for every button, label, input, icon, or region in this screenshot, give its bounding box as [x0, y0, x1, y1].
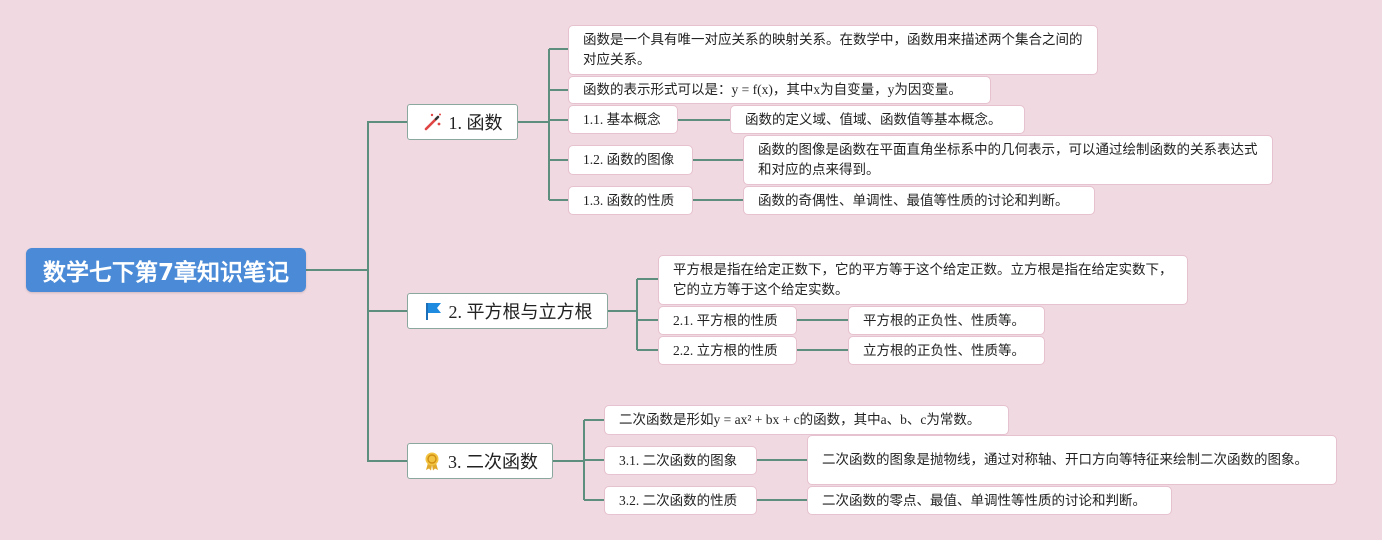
detail-1-3[interactable]: 函数的奇偶性、单调性、最值等性质的讨论和判断。 [743, 186, 1095, 215]
detail-3-1[interactable]: 二次函数的图象是抛物线，通过对称轴、开口方向等特征来绘制二次函数的图象。 [807, 435, 1337, 485]
detail-text: 函数的奇偶性、单调性、最值等性质的讨论和判断。 [758, 192, 1069, 208]
subtopic-2-2[interactable]: 2.2. 立方根的性质 [658, 336, 797, 365]
link-root-to-topic-3 [367, 270, 407, 462]
detail-1-1[interactable]: 函数的定义域、值域、函数值等基本概念。 [730, 105, 1025, 134]
detail-text: 函数的图像是函数在平面直角坐标系中的几何表示，可以通过绘制函数的关系表达式和对应… [758, 142, 1258, 177]
subtopic-label: 3.1. 二次函数的图象 [619, 452, 738, 468]
note-text: 二次函数是形如y = ax² + bx + c的函数，其中a、b、c为常数。 [619, 412, 981, 427]
subtopic-label: 1.3. 函数的性质 [583, 192, 675, 208]
topic-label: 2. 平方根与立方根 [448, 302, 593, 322]
note-function-notation[interactable]: 函数的表示形式可以是：y = f(x)，其中x为自变量，y为因变量。 [568, 76, 991, 104]
link-root-to-topic-2 [367, 270, 407, 312]
note-text: 函数的表示形式可以是：y = f(x)，其中x为自变量，y为因变量。 [583, 82, 962, 97]
magic-wand-icon [423, 112, 443, 132]
detail-text: 函数的定义域、值域、函数值等基本概念。 [745, 111, 1002, 127]
central-topic[interactable]: 数学七下第7章知识笔记 [26, 248, 306, 292]
detail-2-1[interactable]: 平方根的正负性、性质等。 [848, 306, 1045, 335]
detail-text: 平方根的正负性、性质等。 [863, 312, 1025, 328]
detail-text: 立方根的正负性、性质等。 [863, 342, 1025, 358]
subtopic-label: 2.1. 平方根的性质 [673, 312, 778, 328]
subtopic-1-2[interactable]: 1.2. 函数的图像 [568, 145, 693, 175]
topic-quadratic[interactable]: 3. 二次函数 [407, 443, 553, 479]
topic-label: 1. 函数 [448, 113, 503, 133]
subtopic-label: 1.2. 函数的图像 [583, 152, 675, 167]
subtopic-3-2[interactable]: 3.2. 二次函数的性质 [604, 486, 757, 515]
topic-label: 3. 二次函数 [448, 452, 538, 472]
subtopic-label: 1.1. 基本概念 [583, 111, 661, 127]
topic-roots[interactable]: 2. 平方根与立方根 [407, 293, 608, 329]
subtopic-3-1[interactable]: 3.1. 二次函数的图象 [604, 446, 757, 475]
detail-3-2[interactable]: 二次函数的零点、最值、单调性等性质的讨论和判断。 [807, 486, 1172, 515]
subtopic-2-1[interactable]: 2.1. 平方根的性质 [658, 306, 797, 335]
note-text: 函数是一个具有唯一对应关系的映射关系。在数学中，函数用来描述两个集合之间的对应关… [583, 32, 1083, 67]
note-quadratic-definition[interactable]: 二次函数是形如y = ax² + bx + c的函数，其中a、b、c为常数。 [604, 405, 1009, 435]
detail-1-2[interactable]: 函数的图像是函数在平面直角坐标系中的几何表示，可以通过绘制函数的关系表达式和对应… [743, 135, 1273, 185]
subtopic-1-1[interactable]: 1.1. 基本概念 [568, 105, 678, 134]
award-medal-icon [422, 451, 442, 471]
detail-2-2[interactable]: 立方根的正负性、性质等。 [848, 336, 1045, 365]
topic-functions[interactable]: 1. 函数 [407, 104, 518, 140]
subtopic-label: 2.2. 立方根的性质 [673, 342, 778, 358]
subtopic-label: 3.2. 二次函数的性质 [619, 492, 738, 508]
note-text: 平方根是指在给定正数下，它的平方等于这个给定正数。立方根是指在给定实数下，它的立… [673, 262, 1173, 297]
subtopic-1-3[interactable]: 1.3. 函数的性质 [568, 186, 693, 215]
flag-icon [423, 301, 443, 321]
detail-text: 二次函数的零点、最值、单调性等性质的讨论和判断。 [822, 492, 1146, 508]
detail-text: 二次函数的图象是抛物线，通过对称轴、开口方向等特征来绘制二次函数的图象。 [822, 452, 1308, 467]
link-root-to-topic-1 [306, 121, 407, 271]
note-roots-definition[interactable]: 平方根是指在给定正数下，它的平方等于这个给定正数。立方根是指在给定实数下，它的立… [658, 255, 1188, 305]
note-function-definition[interactable]: 函数是一个具有唯一对应关系的映射关系。在数学中，函数用来描述两个集合之间的对应关… [568, 25, 1098, 75]
